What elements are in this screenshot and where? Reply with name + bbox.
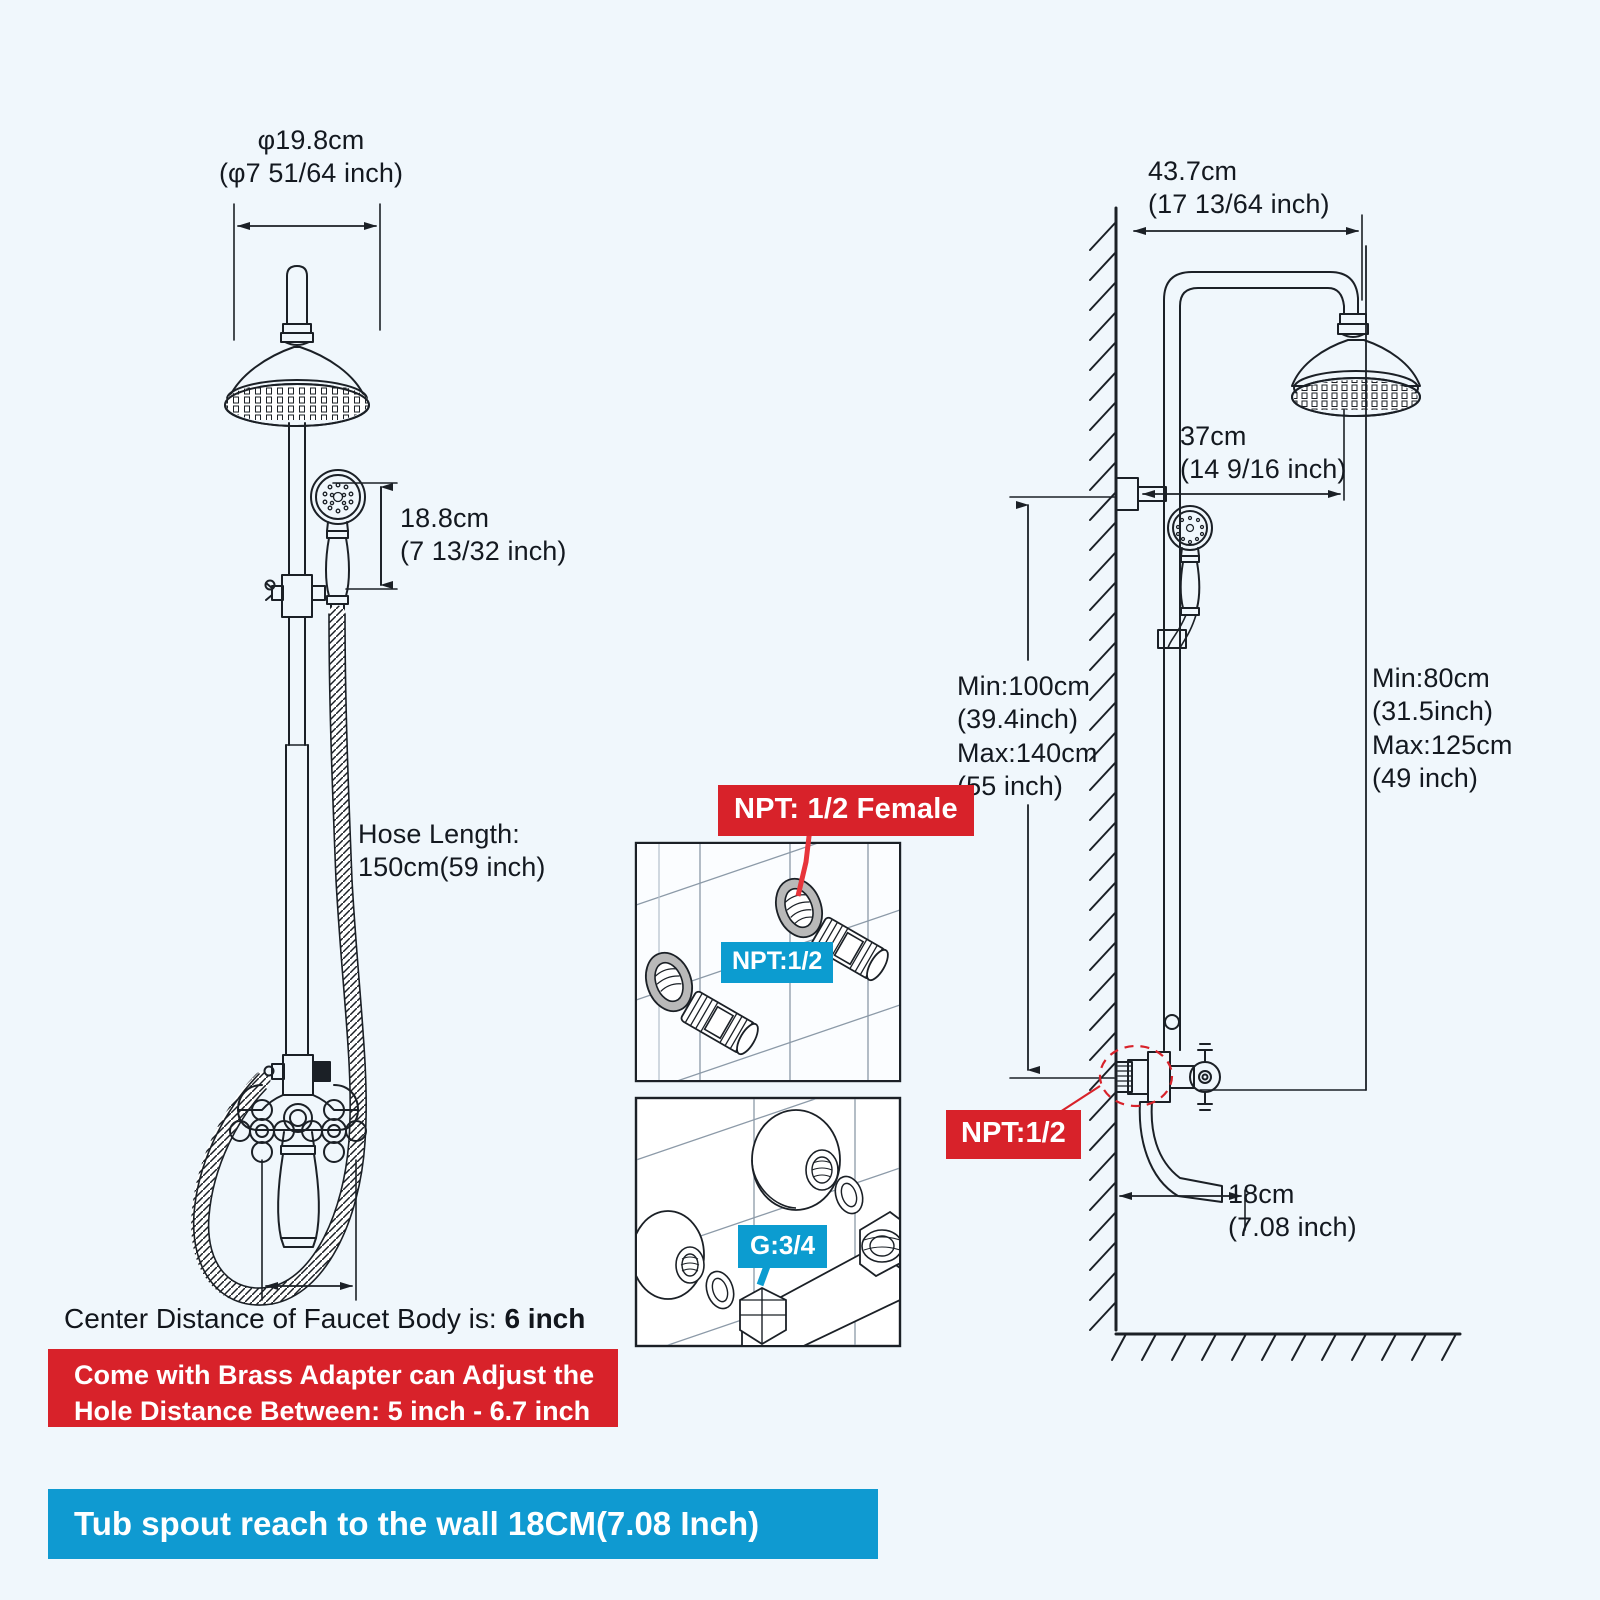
faucet-body-left (229, 1054, 367, 1248)
handheld-shower-left (310, 469, 366, 615)
inset-panel-valve (634, 1096, 902, 1348)
callout-inlet-npt-half: NPT:1/2 (946, 1110, 1081, 1159)
faucet-body-right (1115, 1043, 1223, 1203)
dim-label-arm-reach: 43.7cm(17 13/64 inch) (1148, 156, 1330, 220)
callout-g-three-quarter: G:3/4 (738, 1225, 828, 1268)
dim-center-distance (261, 1159, 357, 1301)
center-distance-note: Center Distance of Faucet Body is: 6 inc… (64, 1303, 586, 1334)
dim-arm-reach (1133, 214, 1363, 301)
dim-head-offset (1142, 409, 1345, 501)
dim-label-hose-length: Hose Length:150cm(59 inch) (358, 819, 546, 883)
dim-spout-reach (1119, 1189, 1246, 1231)
tub-spout-banner: Tub spout reach to the wall 18CM(7.08 In… (48, 1489, 878, 1559)
dim-head-diameter (233, 203, 381, 341)
inlet-highlight (1098, 1044, 1174, 1108)
dim-label-slidebar-range: Min:100cm(39.4inch)Max:140cm(55 inch) (957, 671, 1098, 802)
floor-hatching (1111, 1333, 1457, 1361)
shower-hose (191, 605, 367, 1305)
dim-label-head-diameter: φ19.8cm(φ7 51/64 inch) (218, 125, 404, 189)
wall-hatching (1089, 221, 1117, 1331)
female-thread-leader (795, 827, 813, 897)
callout-npt-half-male: NPT:1/2 (721, 942, 834, 983)
dim-label-spout-reach: 18cm(7.08 inch) (1228, 1179, 1357, 1243)
handheld-shower-right (1167, 505, 1213, 649)
dim-label-handheld-height: 18.8cm(7 13/32 inch) (400, 503, 567, 567)
dim-label-head-height-range: Min:80cm(31.5inch)Max:125cm(49 inch) (1372, 663, 1513, 794)
callout-npt-half-female: NPT: 1/2 Female (718, 785, 974, 836)
dim-head-height-range (1199, 245, 1367, 1091)
dim-slidebar-range (1009, 496, 1115, 1079)
dim-handheld-height (332, 482, 398, 590)
dim-label-head-offset: 37cm(14 9/16 inch) (1180, 421, 1347, 485)
inset-panel-adapters (634, 827, 902, 1083)
riser-diverter (264, 574, 326, 618)
inlet-leader-line (1059, 1085, 1101, 1113)
